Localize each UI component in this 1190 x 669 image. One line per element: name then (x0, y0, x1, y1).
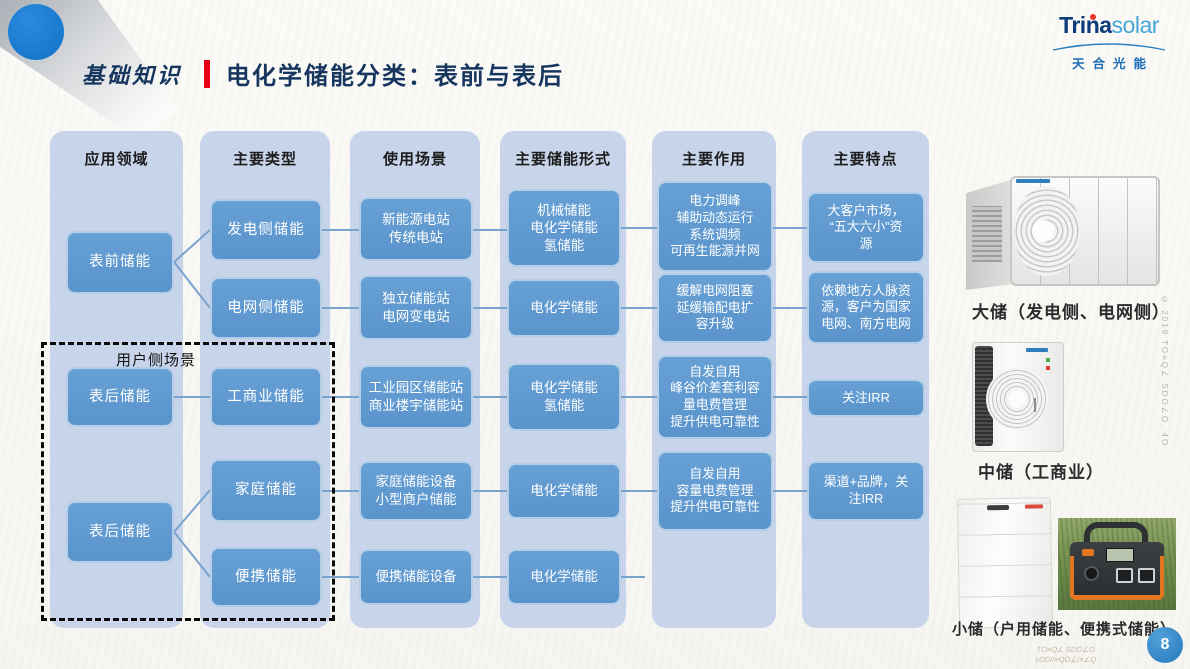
logo-text-solar: solar (1111, 12, 1160, 38)
image-portable-power-station (1058, 518, 1176, 610)
powerstation-outlet (1138, 568, 1155, 583)
image-home-battery (956, 497, 1054, 629)
box-grid-side: 电网侧储能 (210, 277, 322, 339)
image-mid-storage-cabinet (972, 342, 1064, 452)
box-commercial-industrial: 工商业储能 (210, 367, 322, 427)
box-feature-ci: 关注IRR (807, 379, 925, 417)
container-logo-strip (1016, 179, 1050, 183)
box-front-of-meter: 表前储能 (66, 231, 174, 294)
caption-mid-storage: 中储（工商业） (978, 463, 1104, 483)
column-header: 主要作用 (681, 151, 746, 168)
powerstation-orange-edge-right (1160, 556, 1164, 596)
cabinet-led-red (1046, 366, 1050, 370)
page-title: 电化学储能分类：表前与表后 (226, 61, 565, 90)
box-role-home: 自发自用 容量电费管理 提升供电可靠性 (657, 451, 773, 531)
powerstation-screen (1106, 548, 1134, 562)
container-vent-grille (972, 206, 1002, 262)
blue-circle-decoration (8, 4, 64, 60)
powerstation-handle (1084, 522, 1148, 548)
side-watermark: © 2019 TO≡Q∠ SDO∠O. 4O (1160, 295, 1169, 448)
image-large-storage-container (966, 172, 1160, 294)
column-header: 主要特点 (833, 151, 898, 168)
cabinet-grille (975, 346, 993, 446)
battery-logo-strip (1024, 504, 1044, 509)
powerstation-power-button (1082, 549, 1094, 556)
box-feature-generation: 大客户市场， “五大六小”资 源 (807, 192, 925, 263)
box-scene-ci: 工业园区储能站 商业楼宇储能站 (359, 365, 473, 429)
box-scene-portable: 便携储能设备 (359, 549, 473, 605)
box-feature-home: 渠道+品牌，关 注IRR (807, 461, 925, 521)
box-scene-generation: 新能源电站 传统电站 (359, 197, 473, 261)
section-label: 基础知识 (82, 62, 183, 89)
trinasolar-logo: Trinasolar 天合光能 (1044, 14, 1174, 72)
box-portable-storage: 便携储能 (210, 547, 322, 607)
box-role-ci: 自发自用 峰谷价差套利容 量电费管理 提升供电可靠性 (657, 355, 773, 439)
powerstation-knob (1084, 566, 1099, 581)
column-header: 使用场景 (382, 151, 447, 168)
slide-header: 基础知识 电化学储能分类：表前与表后 (82, 56, 564, 91)
logo-arc-icon (1052, 43, 1166, 51)
cabinet-led-green (1046, 358, 1050, 362)
column-header: 主要储能形式 (514, 151, 611, 168)
user-side-label: 用户侧场景 (116, 352, 197, 369)
box-form-home: 电化学储能 (507, 463, 621, 519)
box-scene-grid: 独立储能站 电网变电站 (359, 275, 473, 340)
box-form-portable: 电化学储能 (507, 549, 621, 605)
logo-wordmark: Trinasolar (1059, 14, 1159, 37)
logo-text-trina: Trina (1059, 12, 1112, 38)
box-home-storage: 家庭储能 (210, 459, 322, 522)
column-header: 主要类型 (232, 151, 297, 168)
page-number-badge: 8 (1147, 627, 1183, 663)
logo-red-dot-icon (1090, 14, 1097, 20)
box-form-generation: 机械储能 电化学储能 氢储能 (507, 189, 621, 267)
box-role-generation: 电力调峰 辅助动态运行 系统调频 可再生能源并网 (657, 181, 773, 272)
caption-small-storage: 小储（户用储能、便携式储能） (952, 620, 1177, 638)
box-scene-home: 家庭储能设备 小型商户储能 (359, 461, 473, 521)
box-role-grid: 缓解电网阻塞 延缓输配电扩 容升级 (657, 273, 773, 343)
powerstation-orange-edge-left (1070, 556, 1074, 596)
cabinet-fan-hub (1008, 390, 1026, 408)
column-header: 应用领域 (84, 151, 149, 168)
battery-body (956, 497, 1054, 629)
cabinet-logo-strip (1026, 348, 1048, 352)
box-behind-meter-user: 表后储能 (66, 367, 174, 427)
powerstation-outlet (1116, 568, 1133, 583)
battery-handle-slot (986, 504, 1010, 511)
caption-large-storage: 大储（发电侧、电网侧） (972, 303, 1170, 323)
box-feature-grid: 依赖地方人脉资 源，客户为国家 电网、南方电网 (807, 271, 925, 344)
box-generation-side: 发电侧储能 (210, 199, 322, 261)
box-form-grid: 电化学储能 (507, 279, 621, 337)
cabinet-handle (1034, 398, 1036, 412)
box-behind-meter-2: 表后储能 (66, 501, 174, 563)
logo-cjk-name: 天合光能 (1071, 57, 1154, 71)
container-fan-hub (1032, 220, 1054, 242)
red-accent-bar (204, 59, 211, 88)
box-form-ci: 电化学储能 氢储能 (507, 363, 621, 431)
